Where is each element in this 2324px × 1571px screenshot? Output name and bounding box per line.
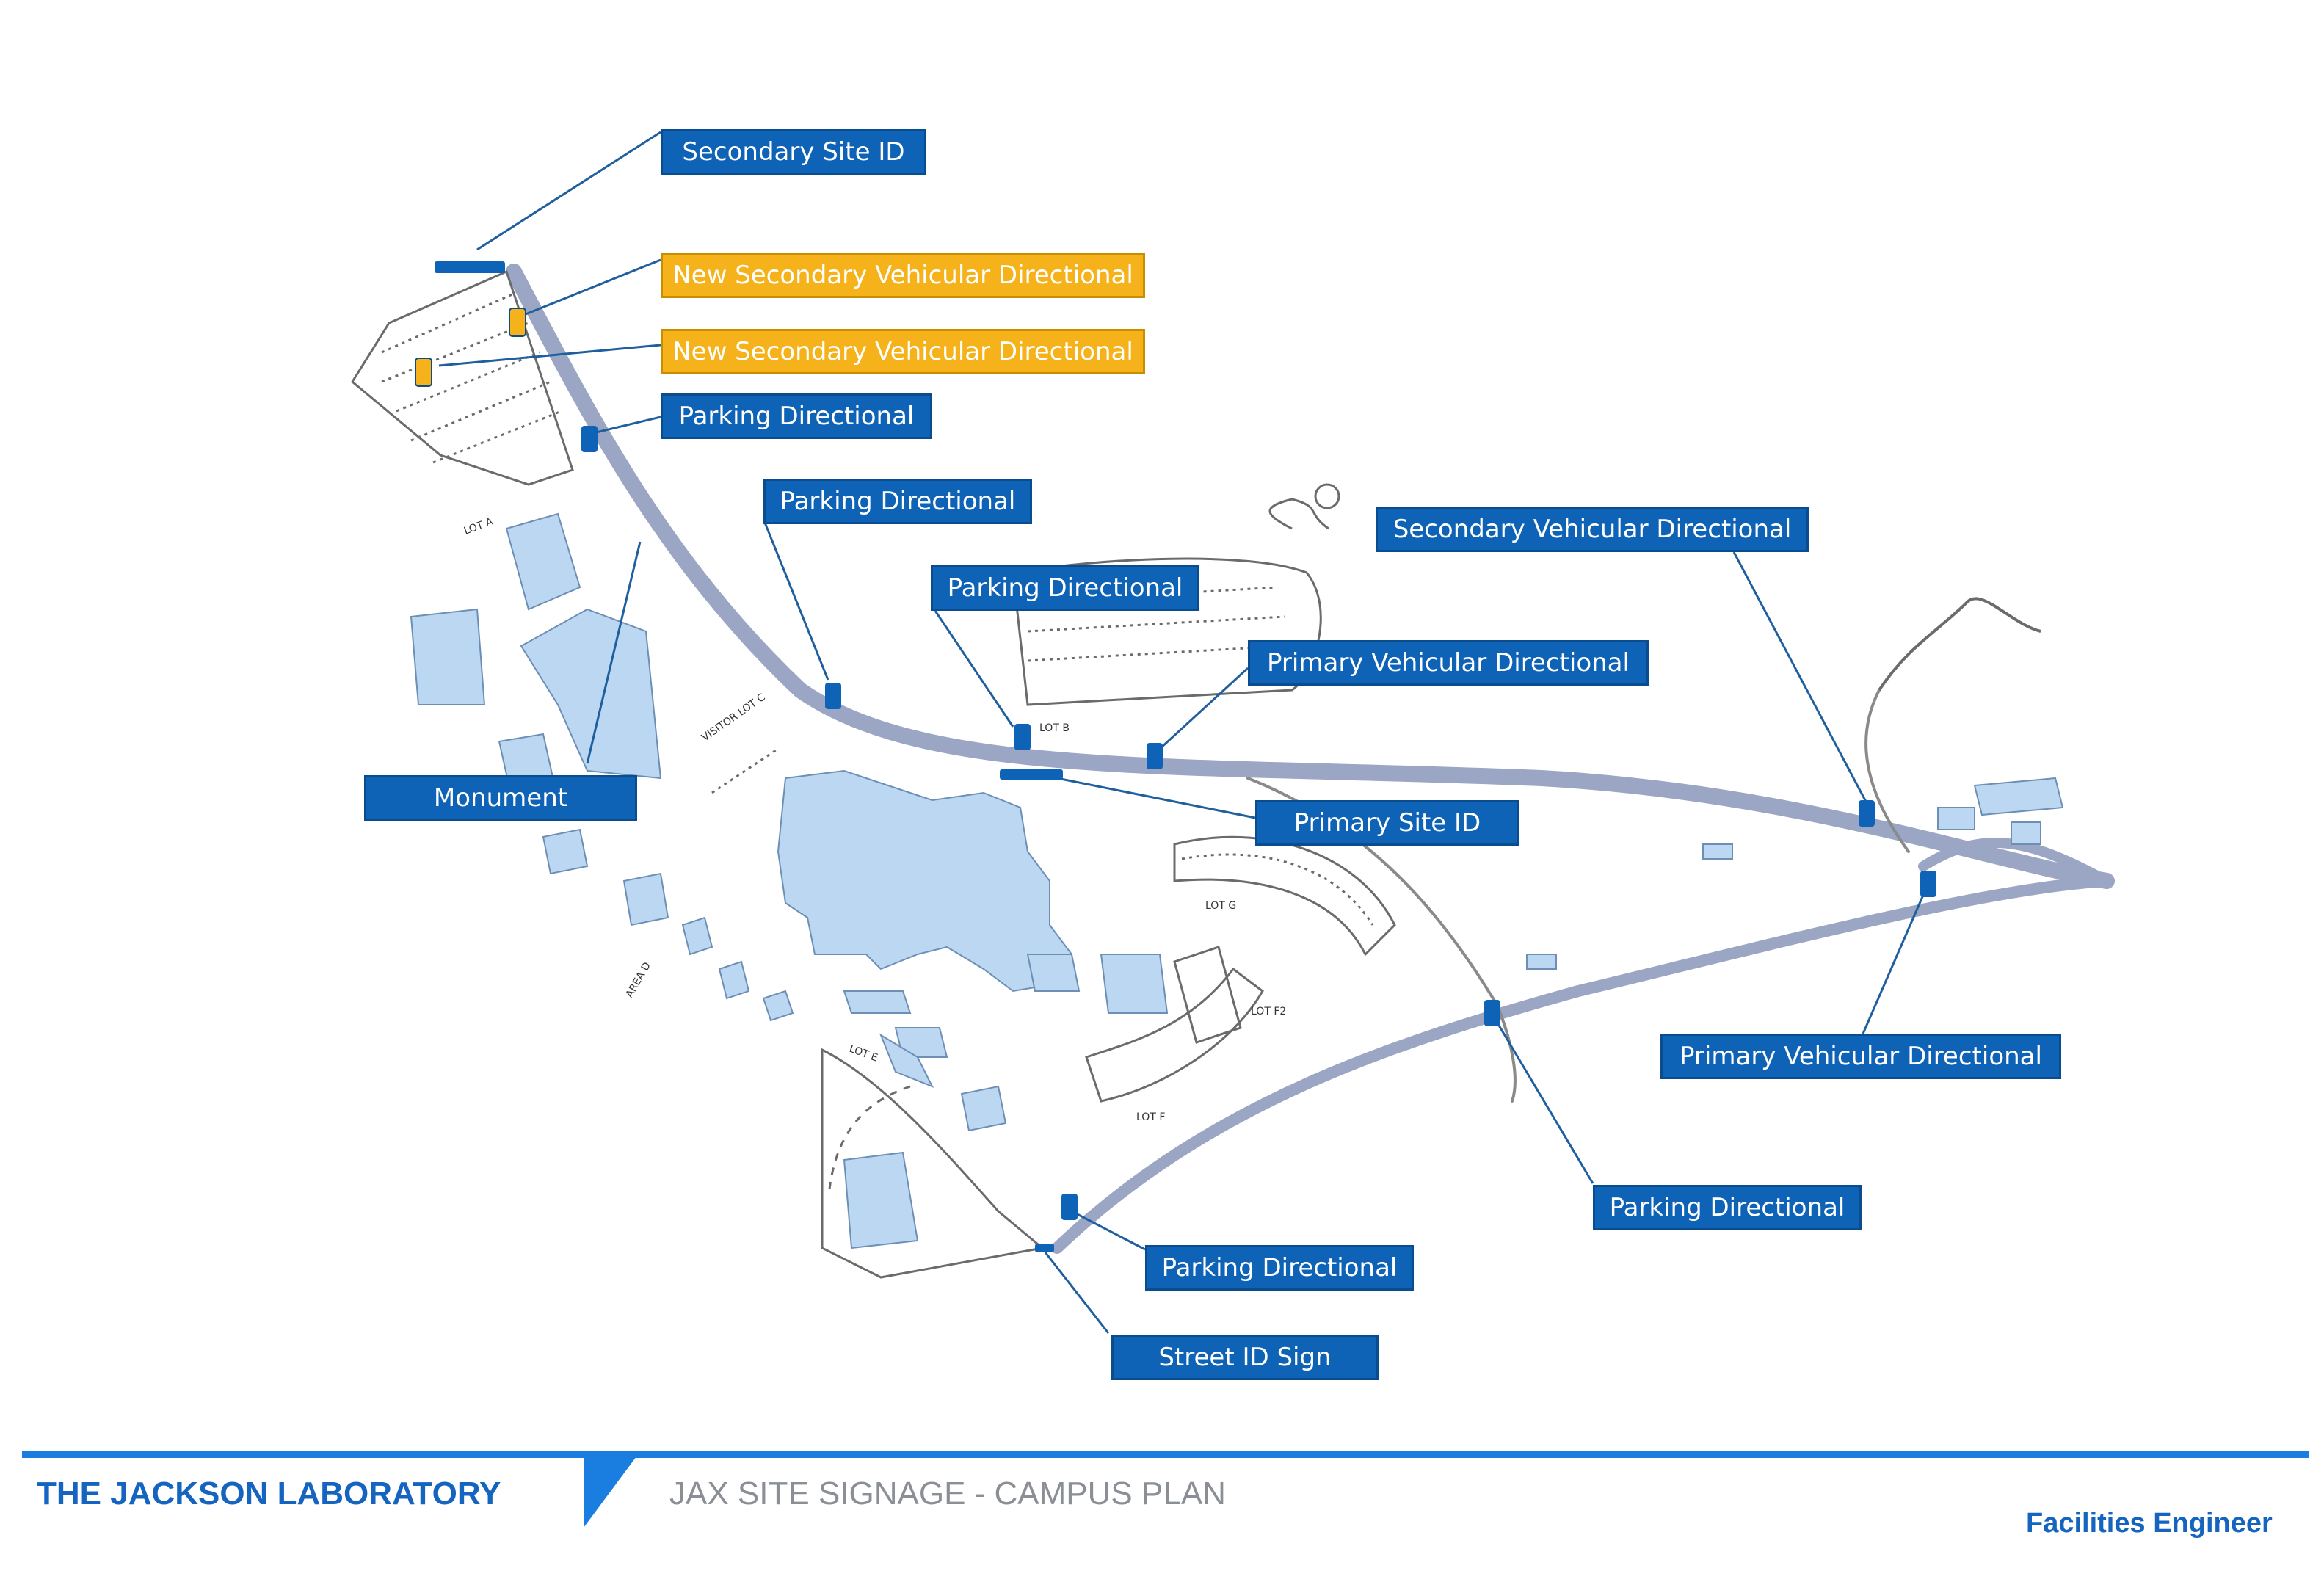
- sign-marker-icon: [509, 308, 526, 337]
- building-s5: [843, 1151, 919, 1249]
- callout-primary-vehicular-directional-1: Primary Vehicular Directional: [1248, 640, 1649, 686]
- callout-parking-directional-center: Parking Directional: [763, 479, 1032, 524]
- building-e1: [1526, 954, 1557, 970]
- sign-marker-icon: [435, 261, 505, 273]
- lot-a-label: LOT A: [462, 516, 495, 537]
- callout-parking-directional-nw: Parking Directional: [661, 393, 932, 439]
- sign-markers: [415, 261, 1936, 1252]
- organization-name: THE JACKSON LABORATORY: [37, 1476, 501, 1512]
- sign-marker-icon: [581, 426, 598, 452]
- lot-e-outline: [821, 1048, 1045, 1279]
- building-e5: [1973, 777, 2064, 816]
- department-name: Facilities Engineer: [2026, 1508, 2273, 1539]
- building-w8: [718, 960, 750, 1000]
- access-road-3: [1246, 777, 1499, 1007]
- building-e4: [2011, 821, 2041, 845]
- sign-marker-icon: [1061, 1194, 1078, 1220]
- building-c1: [1026, 954, 1081, 992]
- sign-marker-icon: [415, 358, 432, 387]
- secondary-road: [1051, 875, 2113, 1254]
- lot-f2-outline: [1173, 946, 1242, 1044]
- lot-a-outline: [351, 269, 574, 486]
- building-w3: [520, 608, 662, 780]
- building-w1: [505, 512, 581, 611]
- callout-secondary-site-id: Secondary Site ID: [661, 129, 926, 175]
- sign-marker-icon: [1014, 724, 1031, 750]
- sign-marker-icon: [1920, 871, 1936, 897]
- parking-lots: [351, 269, 2041, 1279]
- lot-b-label: LOT B: [1039, 722, 1070, 734]
- access-road-2: [1496, 1004, 1517, 1103]
- sign-marker-icon: [1859, 800, 1875, 827]
- lot-c-rows: [711, 747, 779, 794]
- north-roundabout: [1314, 483, 1340, 509]
- lot-d-label: AREA D: [624, 960, 653, 1000]
- building-w6: [622, 872, 669, 926]
- callout-primary-vehicular-directional-2: Primary Vehicular Directional: [1660, 1034, 2061, 1079]
- east-campus-drive: [1878, 597, 2041, 692]
- callout-primary-site-id: Primary Site ID: [1255, 800, 1519, 846]
- lot-g-rows: [1181, 853, 1374, 926]
- sign-marker-icon: [1000, 769, 1063, 780]
- lot-g-label: LOT G: [1205, 900, 1236, 912]
- sign-marker-icon: [825, 683, 841, 709]
- buildings: [410, 512, 2064, 1249]
- lot-f-label: LOT F: [1136, 1111, 1165, 1123]
- lot-c-label: VISITOR LOT C: [700, 692, 768, 744]
- building-e3: [1937, 807, 1975, 830]
- end-loop: [1918, 838, 2112, 886]
- building-w2: [410, 608, 486, 705]
- access-road-1: [1864, 689, 1910, 853]
- callout-parking-directional-lot-b: Parking Directional: [931, 565, 1199, 611]
- building-w9: [762, 990, 794, 1022]
- north-loop: [1268, 498, 1329, 530]
- building-s3: [879, 1033, 934, 1088]
- callout-new-secondary-vehicular-directional-2: New Secondary Vehicular Directional: [661, 329, 1145, 374]
- sign-marker-icon: [1035, 1244, 1054, 1252]
- footer-rule: [22, 1451, 2309, 1458]
- lot-e-label: LOT E: [848, 1043, 879, 1064]
- sign-marker-icon: [1484, 1000, 1500, 1026]
- lot-g-outline: [1173, 835, 1396, 957]
- leader-lines: [438, 131, 1928, 1334]
- document-title: JAX SITE SIGNAGE - CAMPUS PLAN: [669, 1476, 1226, 1512]
- building-c2: [1100, 954, 1169, 1014]
- lot-f2-label: LOT F2: [1251, 1006, 1286, 1017]
- callout-secondary-vehicular-directional: Secondary Vehicular Directional: [1376, 507, 1809, 552]
- building-w7: [681, 916, 713, 956]
- callout-new-secondary-vehicular-directional-1: New Secondary Vehicular Directional: [661, 253, 1145, 298]
- building-w5: [542, 828, 589, 875]
- callout-street-id-sign: Street ID Sign: [1111, 1335, 1379, 1380]
- callout-parking-directional-se: Parking Directional: [1593, 1185, 1862, 1230]
- callout-monument: Monument: [364, 775, 637, 821]
- lot-e-dashed: [828, 1085, 911, 1190]
- building-s1: [843, 990, 912, 1014]
- callout-parking-directional-south: Parking Directional: [1145, 1245, 1414, 1291]
- building-s4: [960, 1085, 1007, 1132]
- building-e2: [1702, 843, 1733, 860]
- footer-notch: [584, 1451, 641, 1528]
- lot-f-outline: [1085, 967, 1264, 1103]
- sign-marker-icon: [1147, 743, 1163, 769]
